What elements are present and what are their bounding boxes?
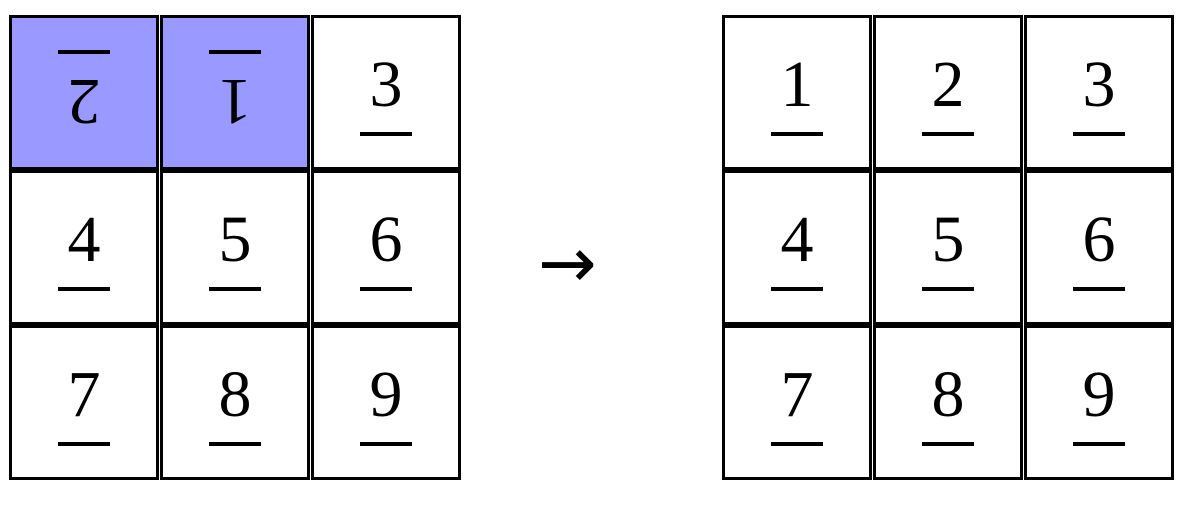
- tile-content: 5: [209, 202, 261, 291]
- target-grid: 1 2 3 4 5 6 7 8 9: [722, 15, 1174, 483]
- tile-number: 9: [1082, 357, 1116, 431]
- tile-flipped[interactable]: 1: [160, 15, 310, 170]
- orientation-underline: [58, 441, 110, 446]
- tile-content: 9: [1073, 357, 1125, 446]
- tile-content: 2: [58, 49, 110, 138]
- tile-flipped[interactable]: 2: [9, 15, 159, 170]
- orientation-underline: [209, 49, 261, 54]
- tile-number: 7: [780, 357, 814, 431]
- tile-content: 8: [209, 357, 261, 446]
- tile-content: 1: [209, 49, 261, 138]
- tile-content: 4: [58, 202, 110, 291]
- tile-number: 4: [67, 202, 101, 276]
- tile-number: 8: [218, 357, 252, 431]
- tile[interactable]: 9: [311, 325, 461, 480]
- tile-content: 7: [58, 357, 110, 446]
- tile[interactable]: 7: [722, 325, 872, 480]
- orientation-underline: [771, 286, 823, 291]
- tile[interactable]: 8: [873, 325, 1023, 480]
- tile-content: 2: [922, 47, 974, 136]
- tile-content: 9: [360, 357, 412, 446]
- tile-content: 3: [1073, 47, 1125, 136]
- orientation-underline: [1073, 131, 1125, 136]
- orientation-underline: [922, 131, 974, 136]
- tile[interactable]: 3: [311, 15, 461, 170]
- tile[interactable]: 8: [160, 325, 310, 480]
- tile-number: 4: [780, 202, 814, 276]
- tile-content: 3: [360, 47, 412, 136]
- tile[interactable]: 3: [1024, 15, 1174, 170]
- tile-content: 4: [771, 202, 823, 291]
- tile-content: 8: [922, 357, 974, 446]
- orientation-underline: [1073, 286, 1125, 291]
- tile-number: 1: [780, 47, 814, 121]
- orientation-underline: [922, 286, 974, 291]
- tile[interactable]: 9: [1024, 325, 1174, 480]
- tile[interactable]: 1: [722, 15, 872, 170]
- tile-number: 6: [1082, 202, 1116, 276]
- tile-number: 5: [931, 202, 965, 276]
- right-arrow-icon: →: [538, 222, 597, 304]
- tile-number: 8: [931, 357, 965, 431]
- orientation-underline: [771, 131, 823, 136]
- tile-number: 1: [218, 64, 252, 138]
- start-grid: 2 1 3 4 5 6 7 8 9: [9, 15, 461, 483]
- tile-content: 6: [1073, 202, 1125, 291]
- orientation-underline: [922, 441, 974, 446]
- tile-number: 6: [369, 202, 403, 276]
- tile-number: 2: [67, 64, 101, 138]
- tile[interactable]: 6: [1024, 170, 1174, 325]
- tile[interactable]: 6: [311, 170, 461, 325]
- tile[interactable]: 7: [9, 325, 159, 480]
- orientation-underline: [360, 441, 412, 446]
- tile[interactable]: 2: [873, 15, 1023, 170]
- tile-number: 3: [1082, 47, 1116, 121]
- tile-number: 3: [369, 47, 403, 121]
- orientation-underline: [1073, 441, 1125, 446]
- orientation-underline: [58, 286, 110, 291]
- orientation-underline: [209, 441, 261, 446]
- tile[interactable]: 5: [873, 170, 1023, 325]
- tile-content: 6: [360, 202, 412, 291]
- orientation-underline: [360, 286, 412, 291]
- orientation-underline: [771, 441, 823, 446]
- tile-number: 7: [67, 357, 101, 431]
- tile[interactable]: 5: [160, 170, 310, 325]
- tile-number: 2: [931, 47, 965, 121]
- tile-content: 7: [771, 357, 823, 446]
- tile-content: 1: [771, 47, 823, 136]
- tile[interactable]: 4: [722, 170, 872, 325]
- tile-number: 9: [369, 357, 403, 431]
- tile-number: 5: [218, 202, 252, 276]
- orientation-underline: [58, 49, 110, 54]
- tile-content: 5: [922, 202, 974, 291]
- orientation-underline: [360, 131, 412, 136]
- tile[interactable]: 4: [9, 170, 159, 325]
- orientation-underline: [209, 286, 261, 291]
